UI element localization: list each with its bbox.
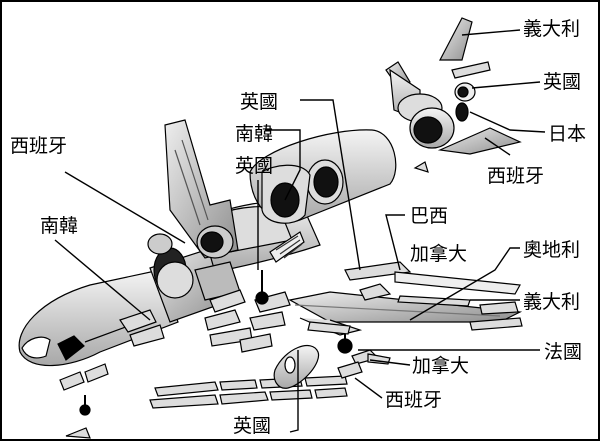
label-france: 法國 bbox=[544, 341, 582, 363]
label-austria: 奧地利 bbox=[523, 239, 580, 261]
exploded-aircraft bbox=[18, 17, 523, 439]
horizontal-stabilizer bbox=[437, 127, 522, 155]
label-korea-top: 南韓 bbox=[235, 123, 273, 145]
label-uk-engine: 英國 bbox=[543, 71, 581, 93]
label-brazil: 巴西 bbox=[410, 205, 448, 227]
label-spain-right: 西班牙 bbox=[487, 165, 544, 187]
label-italy-mid: 義大利 bbox=[523, 291, 580, 313]
label-spain-bottom: 西班牙 bbox=[385, 389, 442, 411]
label-uk-mid: 英國 bbox=[235, 155, 273, 177]
label-uk-bottom: 英國 bbox=[233, 415, 271, 437]
upper-tail-fin bbox=[439, 17, 473, 61]
label-japan: 日本 bbox=[548, 123, 586, 145]
tail-cone bbox=[273, 344, 320, 389]
label-uk-top: 英國 bbox=[240, 91, 278, 113]
label-canada-top: 加拿大 bbox=[410, 242, 467, 265]
leader-lines bbox=[54, 29, 546, 433]
label-canada-bottom: 加拿大 bbox=[412, 354, 469, 377]
label-korea-left: 南韓 bbox=[40, 215, 78, 237]
flap-panels bbox=[149, 375, 348, 409]
vertical-stabilizer bbox=[164, 119, 239, 259]
label-italy-top: 義大利 bbox=[523, 18, 580, 40]
country-labels: 義大利 英國 日本 西班牙 英國 南韓 英國 西班牙 南韓 巴西 加拿大 奧地利… bbox=[10, 18, 586, 437]
label-spain-left: 西班牙 bbox=[10, 135, 67, 157]
